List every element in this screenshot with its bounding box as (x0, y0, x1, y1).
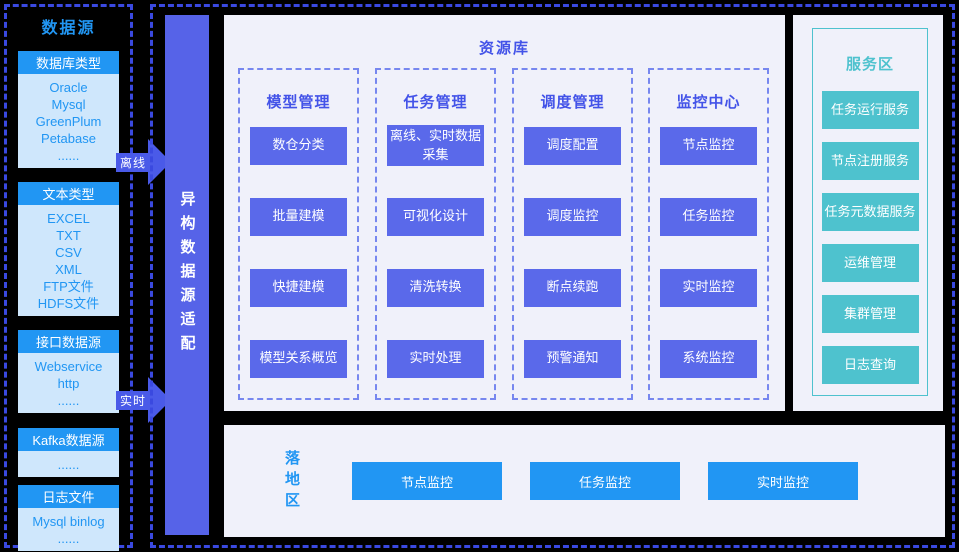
node-button: 实时处理 (387, 339, 484, 378)
list-item: ...... (57, 148, 80, 163)
column-title: 调度管理 (540, 94, 605, 111)
repository-title: 资源库 (478, 40, 530, 57)
node-button: 调度监控 (524, 197, 621, 236)
node-button: 可视化设计 (387, 197, 484, 236)
group-body: Webservice http ...... (18, 353, 119, 413)
node-button: 节点监控 (660, 126, 757, 165)
column-title: 监控中心 (676, 94, 741, 111)
landing-button: 节点监控 (352, 462, 502, 500)
group-header: 文本类型 (18, 182, 119, 205)
landing-zone-panel: 落地区 节点监控 任务监控 实时监控 (224, 425, 945, 537)
list-item: FTP文件 (43, 279, 94, 294)
group-body: EXCEL TXT CSV XML FTP文件 HDFS文件 (18, 205, 119, 316)
list-item: XML (55, 262, 82, 277)
node-button: 预警通知 (524, 339, 621, 378)
list-item: ...... (57, 393, 80, 408)
node-button: 数仓分类 (250, 126, 347, 165)
node-button: 清洗转换 (387, 268, 484, 307)
list-item: ...... (57, 531, 80, 546)
group-header: 接口数据源 (18, 330, 119, 353)
column-model-management: 模型管理 数仓分类 批量建模 快捷建模 模型关系概览 (238, 68, 359, 400)
node-button: 离线、实时数据采集 (387, 124, 484, 167)
list-item: HDFS文件 (37, 296, 100, 311)
data-sources-title: 数据源 (41, 20, 96, 37)
node-button: 模型关系概览 (250, 339, 347, 378)
list-item: Petabase (41, 131, 96, 146)
service-area-box: 服务区 任务运行服务 节点注册服务 任务元数据服务 运维管理 集群管理 日志查询 (812, 28, 928, 396)
column-title: 任务管理 (403, 94, 468, 111)
column-schedule-management: 调度管理 调度配置 调度监控 断点续跑 预警通知 (512, 68, 633, 400)
service-area-title: 服务区 (845, 56, 894, 73)
service-button: 集群管理 (821, 295, 919, 333)
list-item: GreenPlum (35, 114, 102, 129)
node-button: 快捷建模 (250, 268, 347, 307)
service-area-panel: 服务区 任务运行服务 节点注册服务 任务元数据服务 运维管理 集群管理 日志查询 (793, 15, 943, 411)
list-item: Oracle (49, 80, 88, 95)
landing-zone-title: 落地区 (283, 449, 300, 513)
interface-source-group: 接口数据源 Webservice http ...... (18, 330, 119, 413)
node-button: 断点续跑 (524, 268, 621, 307)
service-button: 运维管理 (821, 244, 919, 282)
offline-arrow-label: 离线 (116, 152, 149, 172)
column-title: 模型管理 (266, 94, 331, 111)
landing-button: 任务监控 (530, 462, 680, 500)
list-item: Mysql binlog (32, 514, 105, 529)
group-body: Oracle Mysql GreenPlum Petabase ...... (18, 74, 119, 168)
service-button: 任务元数据服务 (821, 193, 919, 231)
node-button: 批量建模 (250, 197, 347, 236)
column-task-management: 任务管理 离线、实时数据采集 可视化设计 清洗转换 实时处理 (375, 68, 496, 400)
data-sources-panel: 数据源 数据库类型 Oracle Mysql GreenPlum Petabas… (4, 4, 133, 551)
realtime-arrow-label: 实时 (116, 390, 149, 410)
list-item: http (57, 376, 80, 391)
repository-panel: 资源库 模型管理 数仓分类 批量建模 快捷建模 模型关系概览 任务管理 离线、实… (224, 15, 785, 411)
adapter-bar-label: 异构数据源适配 (178, 191, 196, 359)
landing-zone-buttons: 节点监控 任务监控 实时监控 (352, 462, 858, 500)
text-type-group: 文本类型 EXCEL TXT CSV XML FTP文件 HDFS文件 (18, 182, 119, 316)
service-button: 节点注册服务 (821, 142, 919, 180)
group-header: Kafka数据源 (18, 428, 119, 451)
list-item: ...... (57, 457, 80, 472)
adapter-bar: 异构数据源适配 (165, 15, 209, 535)
group-header: 数据库类型 (18, 51, 119, 74)
database-type-group: 数据库类型 Oracle Mysql GreenPlum Petabase ..… (18, 51, 119, 168)
list-item: EXCEL (47, 211, 90, 226)
list-item: TXT (56, 228, 81, 243)
group-body: ...... (18, 451, 119, 477)
landing-button: 实时监控 (708, 462, 858, 500)
list-item: CSV (55, 245, 82, 260)
kafka-source-group: Kafka数据源 ...... (18, 428, 119, 477)
list-item: Webservice (34, 359, 103, 374)
node-button: 任务监控 (660, 197, 757, 236)
service-button: 任务运行服务 (821, 91, 919, 129)
group-body: Mysql binlog ...... (18, 508, 119, 551)
log-file-group: 日志文件 Mysql binlog ...... (18, 485, 119, 551)
service-button: 日志查询 (821, 346, 919, 384)
platform-dashed-frame (150, 4, 955, 548)
group-header: 日志文件 (18, 485, 119, 508)
column-monitor-center: 监控中心 节点监控 任务监控 实时监控 系统监控 (648, 68, 769, 400)
list-item: Mysql (51, 97, 86, 112)
node-button: 调度配置 (524, 126, 621, 165)
node-button: 系统监控 (660, 339, 757, 378)
node-button: 实时监控 (660, 268, 757, 307)
service-area-buttons: 任务运行服务 节点注册服务 任务元数据服务 运维管理 集群管理 日志查询 (821, 91, 919, 384)
